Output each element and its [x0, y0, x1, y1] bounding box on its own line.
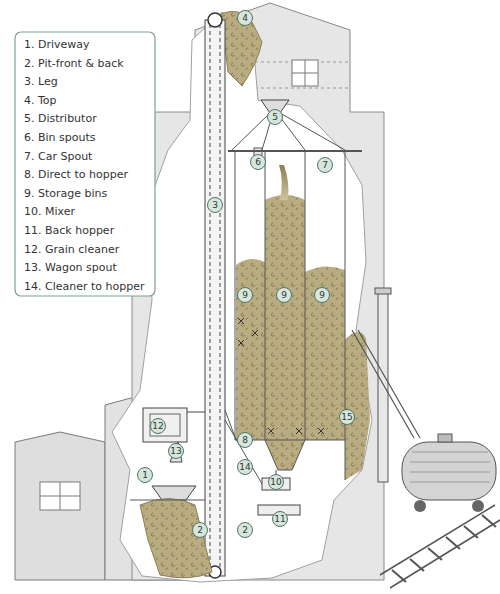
- legend-entry: 2. Pit-front & back: [24, 57, 124, 71]
- legend-entry: 14. Cleaner to hopper: [24, 280, 145, 294]
- legend-entry: 1. Driveway: [24, 38, 90, 52]
- callout-number: 1: [137, 467, 153, 483]
- rail-track: [380, 505, 500, 588]
- callout-number: 6: [250, 154, 266, 170]
- leg-buckets: [210, 24, 211, 572]
- callout-number: 14: [237, 459, 253, 475]
- car-wheel: [414, 500, 426, 512]
- callout-number: 15: [339, 409, 355, 425]
- pit-grain: [140, 499, 212, 578]
- bin-grain: [236, 259, 265, 440]
- shed-wall: [15, 432, 105, 580]
- car-loading-spout: [352, 330, 414, 438]
- callout-number: 9: [237, 287, 253, 303]
- car-hatch: [438, 434, 452, 442]
- legend-entry: 12. Grain cleaner: [24, 243, 119, 257]
- callout-number: 8: [237, 432, 253, 448]
- callout-number: 9: [314, 287, 330, 303]
- rail-tie: [392, 515, 496, 582]
- leg-buckets: [220, 24, 221, 572]
- callout-number: 2: [237, 522, 253, 538]
- bin-hopper: [265, 440, 305, 470]
- cleaner-to-hopper: [225, 420, 262, 484]
- direct-to-hopper: [225, 410, 236, 440]
- car-spout: [280, 113, 345, 150]
- legend-entry: 10. Mixer: [24, 205, 75, 219]
- legend-entry: 5. Distributor: [24, 112, 97, 126]
- callout-number: 12: [150, 418, 166, 434]
- car-loading-spout: [358, 330, 420, 438]
- driveway-floor: [130, 500, 205, 501]
- shed-window: [40, 482, 80, 510]
- bucket-leg: [205, 20, 225, 576]
- callout-number: 10: [268, 474, 284, 490]
- callout-number: 4: [237, 10, 253, 26]
- legend-entry: 13. Wagon spout: [24, 261, 117, 275]
- callout-number: 5: [267, 109, 283, 125]
- cleaner-screen: [150, 414, 180, 436]
- legend-entry: 8. Direct to hopper: [24, 168, 128, 182]
- spout-pipe: [378, 292, 388, 482]
- callout-number: 7: [317, 157, 333, 173]
- bin-wall: [265, 151, 266, 440]
- legend-entry: 11. Back hopper: [24, 224, 114, 238]
- bin-wall: [345, 151, 346, 480]
- pipe-cap: [375, 288, 391, 294]
- driveway-hopper: [152, 486, 196, 500]
- bin-wall: [235, 151, 236, 440]
- callout-number: 11: [272, 511, 288, 527]
- car-hatching: [410, 452, 490, 482]
- legend-entry: 3. Leg: [24, 75, 58, 89]
- bin-top: [228, 150, 362, 152]
- window-bar: [292, 73, 318, 74]
- bin-wall: [305, 151, 306, 440]
- window-bar: [40, 496, 80, 497]
- car-wheel: [472, 500, 484, 512]
- bin-spout: [232, 113, 270, 150]
- bin-grain: [265, 195, 305, 470]
- head-pulley: [208, 13, 222, 27]
- callout-number: 2: [192, 522, 208, 538]
- legend-entry: 6. Bin spouts: [24, 131, 96, 145]
- grain-cleaner: [143, 408, 187, 442]
- legend-box: [15, 32, 155, 296]
- cleaner-feed: [187, 412, 205, 413]
- legend-entry: 9. Storage bins: [24, 187, 107, 201]
- rail-car: [402, 442, 496, 500]
- callout-number: 13: [168, 443, 184, 459]
- legend-entry: 7. Car Spout: [24, 150, 92, 164]
- grain-stream: [279, 165, 289, 200]
- cross-brace: [238, 318, 324, 434]
- head-window: [292, 60, 318, 86]
- callout-number: 9: [276, 287, 292, 303]
- legend-entry: 4. Top: [24, 94, 57, 108]
- callout-number: 3: [207, 197, 223, 213]
